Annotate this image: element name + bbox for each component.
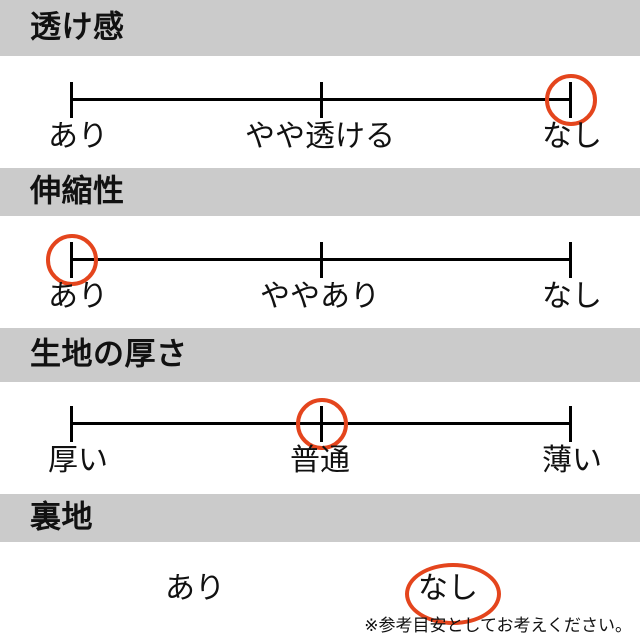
scale-label-right: なし	[542, 119, 602, 154]
scale-tick-middle	[319, 242, 323, 278]
scale-row-stretch: あり ややあり なし	[0, 216, 640, 328]
section-title: 伸縮性	[30, 173, 125, 210]
option-lining-no: なし	[418, 571, 478, 606]
section-title: 透け感	[30, 9, 125, 46]
scale-labels: 厚い 普通 薄い	[0, 446, 640, 486]
section-title: 生地の厚さ	[30, 336, 188, 373]
scale-labels: あり ややあり なし	[0, 282, 640, 322]
section-header-stretch: 伸縮性	[0, 168, 640, 216]
scale-tick-middle	[319, 82, 323, 118]
scale-axis	[70, 398, 572, 450]
option-row-lining: あり なし ※参考目安としてお考えください。	[0, 542, 640, 640]
scale-label-middle: ややあり	[260, 279, 380, 314]
scale-label-middle: やや透ける	[245, 119, 395, 154]
scale-labels: あり やや透ける なし	[0, 122, 640, 162]
option-lining-yes: あり	[165, 571, 225, 606]
scale-label-left: あり	[48, 119, 108, 154]
scale-axis	[70, 74, 597, 126]
selection-marker-circle	[545, 74, 597, 126]
scale-tick-left	[70, 82, 73, 118]
scale-tick-right	[569, 406, 572, 442]
selection-marker-circle	[295, 398, 348, 450]
footnote-text: ※参考目安としてお考えください。	[364, 616, 632, 636]
section-header-thickness: 生地の厚さ	[0, 328, 640, 382]
scale-tick-right	[569, 242, 572, 278]
scale-label-middle: 普通	[290, 443, 350, 478]
scale-label-right: なし	[542, 279, 602, 314]
scale-row-sheerness: あり やや透ける なし	[0, 56, 640, 168]
selection-marker-circle	[46, 234, 98, 286]
scale-axis	[46, 234, 572, 286]
scale-label-left: あり	[48, 279, 108, 314]
scale-label-right: 薄い	[542, 443, 602, 478]
scale-row-thickness: 厚い 普通 薄い	[0, 382, 640, 494]
scale-label-left: 厚い	[48, 443, 108, 478]
section-header-lining: 裏地	[0, 494, 640, 542]
section-title: 裏地	[30, 499, 93, 536]
section-header-sheerness: 透け感	[0, 0, 640, 56]
scale-tick-left	[70, 406, 73, 442]
selection-marker-ellipse	[405, 563, 501, 625]
